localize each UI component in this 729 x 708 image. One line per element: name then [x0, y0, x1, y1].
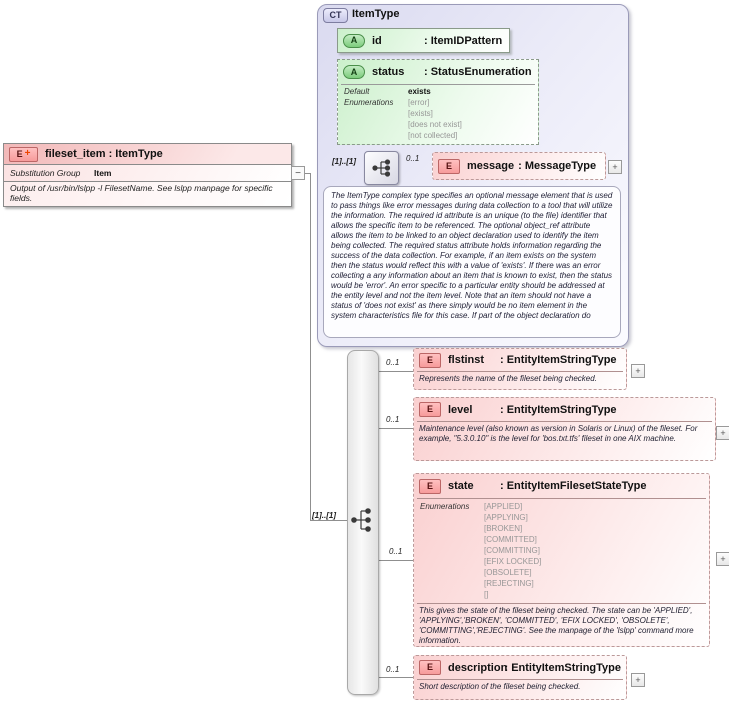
attribute-status-name: status [372, 66, 405, 78]
flstinst-type: : EntityItemStringType [500, 354, 617, 366]
level-type: : EntityItemStringType [500, 403, 617, 416]
element-description-box[interactable]: E description : EntityItemStringType Sho… [413, 655, 627, 700]
state-enum-value: [COMMITTED] [484, 535, 537, 544]
divider [417, 371, 623, 372]
element-level-box[interactable]: E level : EntityItemStringType Maintenan… [413, 397, 716, 461]
state-enum-value: [EFIX LOCKED] [484, 557, 542, 566]
state-name: state [448, 480, 474, 492]
state-header: E state : EntityItemFilesetStateType [414, 474, 709, 498]
element-icon: E [419, 660, 441, 675]
description-cardinality-label: 0..1 [386, 665, 400, 674]
flstinst-documentation: Represents the name of the fileset being… [419, 374, 597, 383]
substitution-group-row: Substitution Group Item [4, 165, 291, 182]
element-icon: E [419, 478, 441, 494]
flstinst-header: E flstinst : EntityItemStringType [414, 349, 626, 371]
status-enum-value: [not collected] [408, 131, 458, 140]
itemtype-documentation: The ItemType complex type specifies an o… [323, 186, 621, 338]
status-facets: Default Enumerations exists [error] [exi… [338, 85, 538, 142]
attribute-status-type: : StatusEnumeration [424, 66, 532, 78]
description-type: : EntityItemStringType [504, 661, 621, 674]
complex-type-icon: CT [323, 8, 348, 23]
attribute-status-box[interactable]: A status : StatusEnumeration Default Enu… [337, 59, 539, 145]
attribute-id-type: : ItemIDPattern [424, 34, 503, 47]
element-flstinst-box[interactable]: E flstinst : EntityItemStringType Repres… [413, 348, 627, 390]
substitution-group-label: Substitution Group [10, 168, 81, 178]
divider [341, 84, 535, 85]
sequence-glyph [371, 159, 390, 177]
sequence-cardinality-label: [1]..[1] [312, 511, 336, 520]
state-cardinality-label: 0..1 [389, 547, 403, 556]
element-message-box[interactable]: E message : MessageType [432, 152, 606, 180]
attribute-icon: A [343, 33, 365, 48]
status-enum-value: [does not exist] [408, 120, 462, 129]
state-enum-value: [OBSOLETE] [484, 568, 532, 577]
expand-message-button[interactable]: + [608, 160, 622, 174]
state-enum-value: [BROKEN] [484, 524, 523, 533]
enumerations-label: Enumerations [344, 98, 394, 107]
state-documentation: This gives the state of the fileset bein… [419, 606, 694, 645]
sequence-cardinality-label: [1]..[1] [332, 157, 356, 166]
state-enum-value: [COMMITTING] [484, 546, 540, 555]
state-enum-value: [APPLYING] [484, 513, 528, 522]
description-header: E description : EntityItemStringType [414, 656, 626, 679]
attribute-icon: A [343, 65, 365, 79]
message-cardinality-label: 0..1 [406, 154, 420, 163]
element-message-type: : MessageType [518, 160, 597, 172]
level-documentation: Maintenance level (also known as version… [419, 424, 698, 443]
sequence-compositor-icon[interactable] [364, 151, 399, 185]
plus-mark-icon: + [24, 148, 31, 159]
status-default-value: exists [408, 87, 431, 96]
element-state-box[interactable]: E state : EntityItemFilesetStateType Enu… [413, 473, 710, 647]
description-documentation: Short description of the fileset being c… [419, 682, 581, 691]
element-icon: E [438, 158, 460, 174]
state-enum-value: [APPLIED] [484, 502, 523, 511]
flstinst-name: flstinst [448, 354, 485, 366]
default-label: Default [344, 87, 370, 96]
divider [417, 421, 712, 422]
fileset-item-documentation: Output of /usr/bin/lslpp -l FilesetName.… [4, 182, 291, 206]
element-message-name: message [467, 160, 515, 172]
expand-level-button[interactable]: + [716, 426, 729, 440]
divider [417, 679, 623, 680]
attribute-id-name: id [372, 34, 382, 47]
expand-description-button[interactable]: + [631, 673, 645, 687]
state-enum-value: [REJECTING] [484, 579, 534, 588]
global-element-icon: E+ [9, 146, 38, 162]
status-enum-value: [error] [408, 98, 430, 107]
complex-type-title: ItemType [352, 8, 400, 20]
element-icon: E [419, 352, 441, 368]
element-fileset-item-box[interactable]: E+ fileset_item : ItemType Substitution … [3, 143, 292, 207]
state-type: : EntityItemFilesetStateType [500, 480, 647, 492]
fileset-item-title: fileset_item : ItemType [45, 148, 163, 160]
expand-state-button[interactable]: + [716, 552, 729, 566]
status-enum-value: [exists] [408, 109, 433, 118]
collapse-handle-button[interactable]: − [291, 166, 305, 180]
model-group-bar[interactable] [347, 350, 379, 695]
attribute-status-header: A status : StatusEnumeration [338, 60, 538, 84]
substitution-group-value: Item [94, 168, 112, 178]
element-icon: E [419, 402, 441, 417]
level-name: level [448, 403, 473, 416]
attribute-id-box[interactable]: A id : ItemIDPattern [337, 28, 510, 53]
state-enum-value: [] [484, 590, 489, 599]
element-letter: E [16, 148, 23, 159]
enumerations-label: Enumerations [420, 502, 470, 511]
flstinst-cardinality-label: 0..1 [386, 358, 400, 367]
sequence-glyph [351, 508, 371, 532]
expand-flstinst-button[interactable]: + [631, 364, 645, 378]
fileset-item-header: E+ fileset_item : ItemType [4, 144, 291, 165]
level-cardinality-label: 0..1 [386, 415, 400, 424]
divider [417, 603, 706, 604]
description-name: description [448, 661, 508, 674]
level-header: E level : EntityItemStringType [414, 398, 715, 421]
state-facets: Enumerations [APPLIED] [APPLYING] [BROKE… [414, 499, 709, 601]
divider [417, 498, 706, 499]
